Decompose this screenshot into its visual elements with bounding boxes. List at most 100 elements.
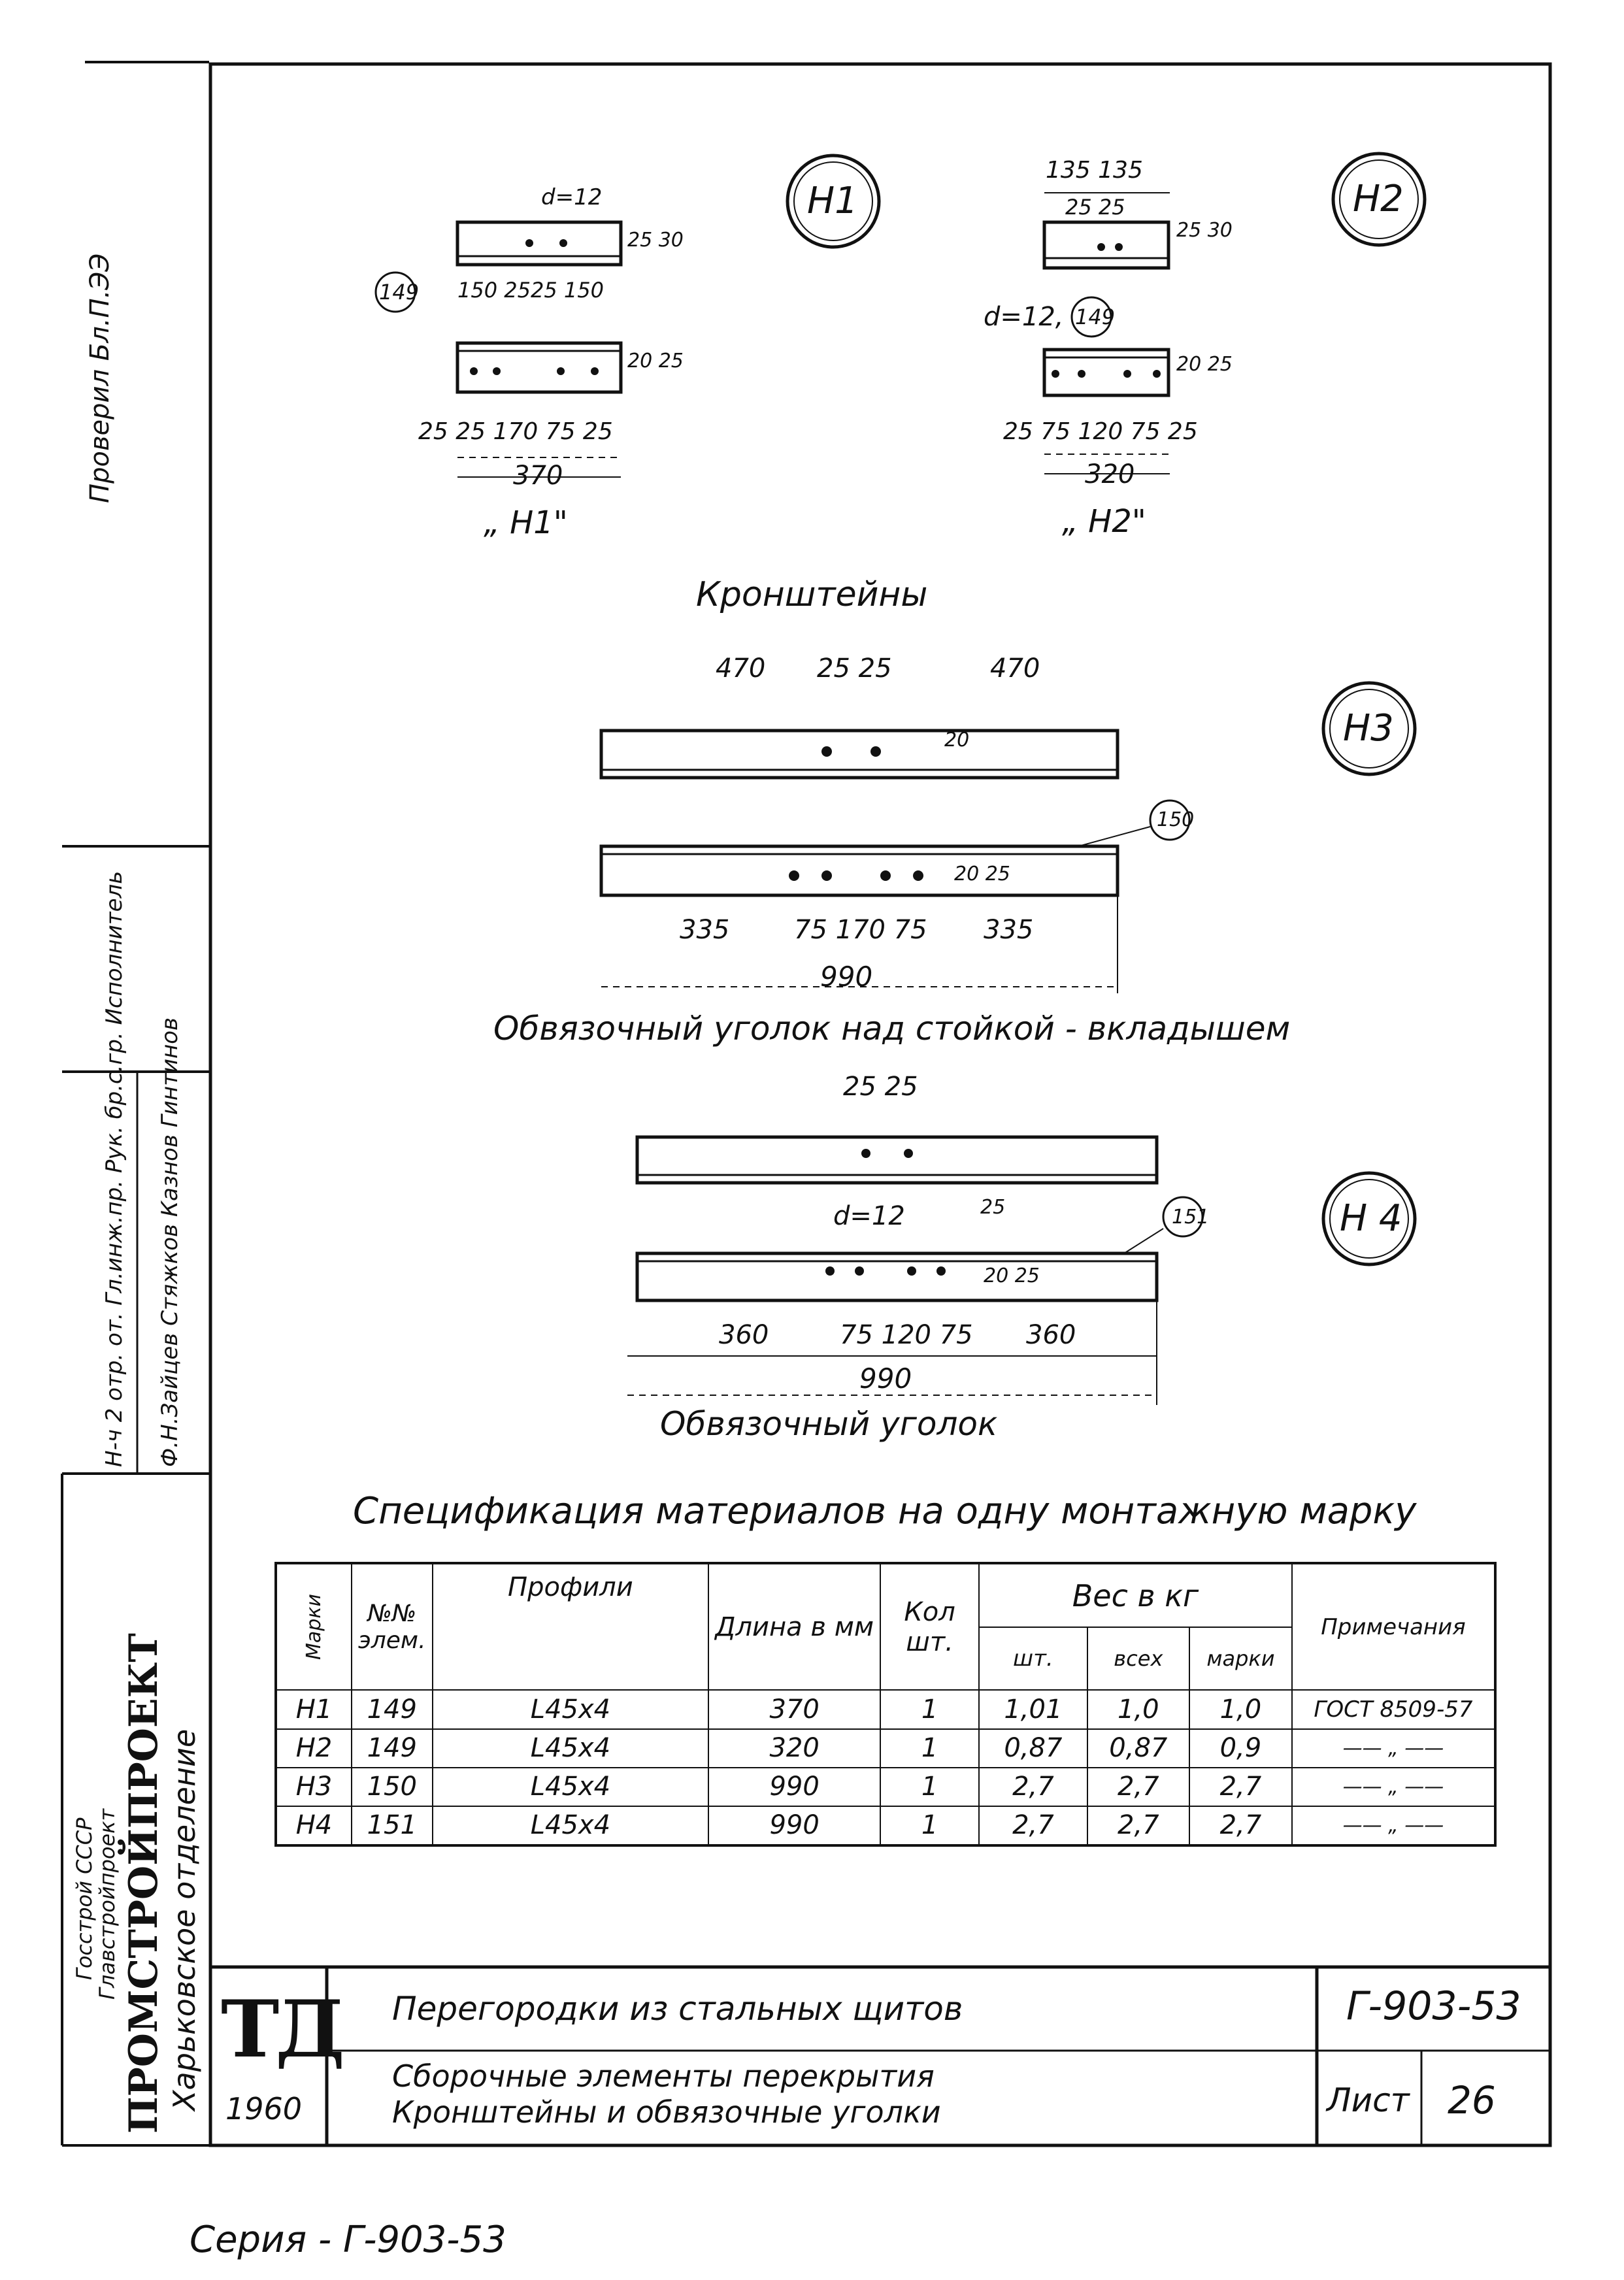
cell-elem: 150 [350, 1766, 433, 1807]
cell-profile: L45x4 [431, 1689, 710, 1730]
h3-dim-top-mid: 25 25 [817, 653, 892, 684]
h3-dim-bottom-mid: 75 170 75 [794, 915, 927, 945]
title-line2a: Сборочные элементы перекрытия [392, 2058, 935, 2094]
h3-total: 990 [820, 961, 873, 993]
h2-hole: d=12, [984, 302, 1064, 332]
col-profile-header: Профили [431, 1562, 710, 1691]
angle-h2-bottom [1042, 348, 1170, 397]
h4-dim-bottom-left: 360 [719, 1320, 769, 1350]
h1-total: 370 [513, 461, 563, 491]
h1-ref: 149 [379, 280, 420, 305]
h1-dims-top: 150 2525 150 [457, 278, 604, 303]
table-row: Н1 149 L45x4 370 1 1,01 1,0 1,0 ГОСТ 850… [275, 1689, 1497, 1730]
cell-w-total: 0,87 [1086, 1728, 1190, 1768]
h4-caption: Обвязочный уголок [660, 1405, 998, 1443]
cell-qty: 1 [880, 1689, 980, 1730]
checked-by-stamp: Проверил Бл.П.ЭЭ [85, 253, 115, 503]
cell-w-mark: 1,0 [1188, 1689, 1293, 1730]
cell-profile: L45x4 [431, 1766, 710, 1807]
main-frame [208, 62, 1552, 2147]
cell-note: —— „ —— [1291, 1728, 1497, 1768]
cell-mark: Н1 [275, 1689, 352, 1730]
angle-h4-bottom [635, 1251, 1159, 1302]
logo-td: ТД [221, 1983, 345, 2075]
angle-h4-top [635, 1135, 1159, 1185]
h2-dims-top2: 25 25 [1065, 195, 1125, 220]
cell-w-piece: 2,7 [978, 1766, 1088, 1807]
h3-ref: 150 [1157, 808, 1195, 831]
cell-length: 320 [708, 1728, 882, 1768]
cell-mark: Н3 [275, 1766, 352, 1807]
h2-ref: 149 [1075, 305, 1116, 329]
cell-w-mark: 2,7 [1188, 1805, 1293, 1847]
h3-dim-bottom-right: 335 [984, 915, 1034, 945]
col-length-header: Длина в мм [708, 1562, 882, 1691]
table-row: Н3 150 L45x4 990 1 2,7 2,7 2,7 —— „ —— [275, 1766, 1497, 1807]
cell-note: ГОСТ 8509-57 [1291, 1689, 1497, 1730]
cell-elem: 149 [350, 1728, 433, 1768]
org-line1: Госстрой СССР [72, 1817, 97, 1980]
cell-length: 990 [708, 1805, 882, 1847]
col-w-total-header: всех [1086, 1627, 1190, 1691]
table-row: Н4 151 L45x4 990 1 2,7 2,7 2,7 —— „ —— [275, 1805, 1497, 1847]
doc-code: Г-903-53 [1346, 1983, 1521, 2029]
h1-side-bottom: 20 25 [627, 350, 684, 372]
series-footer: Серия - Г-903-53 [190, 2219, 506, 2261]
org-branch: Харьковское отделение [167, 1728, 202, 2111]
h3-dim-top-left: 470 [716, 653, 766, 684]
ref-circle-h1 [374, 271, 416, 313]
h3-side-top: 20 [944, 729, 970, 752]
ref-circle-h4 [1162, 1196, 1204, 1238]
cell-w-piece: 2,7 [978, 1805, 1088, 1847]
h2-dims-bottom: 25 75 120 75 25 [1003, 418, 1198, 445]
cell-qty: 1 [880, 1805, 980, 1847]
brackets-title: Кронштейны [696, 575, 928, 614]
cell-w-total: 2,7 [1086, 1805, 1190, 1847]
h4-side-top: 25 [980, 1196, 1006, 1219]
year: 1960 [225, 2091, 303, 2126]
h3-caption: Обвязочный уголок над стойкой - вкладыше… [493, 1010, 1291, 1048]
col-w-piece-header: шт. [978, 1627, 1088, 1691]
angle-h2-top [1042, 220, 1170, 270]
cell-mark: Н4 [275, 1805, 352, 1847]
ref-circle-h2 [1070, 296, 1112, 338]
h3-dim-bottom-left: 335 [680, 915, 730, 945]
col-qty-header: Кол шт. [880, 1562, 980, 1691]
title-line2b: Кронштейны и обвязочные уголки [392, 2094, 941, 2130]
cell-qty: 1 [880, 1728, 980, 1768]
h3-dim-top-right: 470 [990, 653, 1040, 684]
sheet-label: Лист [1327, 2081, 1410, 2119]
mark-label-h2: Н2 [1353, 178, 1404, 220]
table-row: Н2 149 L45x4 320 1 0,87 0,87 0,9 —— „ —— [275, 1728, 1497, 1768]
h3-side-bottom: 20 25 [954, 863, 1010, 885]
cell-w-piece: 1,01 [978, 1689, 1088, 1730]
cell-note: —— „ —— [1291, 1766, 1497, 1807]
cell-elem: 149 [350, 1689, 433, 1730]
h1-hole-note: d=12 [541, 184, 603, 210]
signature-names: Ф.Н.Зайцев Стяжков Казнов Гинтинов [157, 1017, 183, 1467]
org-name: ПРОМСТРОЙПРОЕКТ [121, 1633, 167, 2134]
title-line1: Перегородки из стальных щитов [392, 1990, 963, 2028]
mark-label-h1: Н1 [807, 180, 858, 222]
mark-circle-h3 [1321, 681, 1417, 776]
h4-ref: 151 [1172, 1206, 1210, 1229]
col-notes-header: Примечания [1291, 1562, 1497, 1691]
h4-hole: d=12 [833, 1201, 905, 1231]
angle-h1-bottom [456, 341, 623, 394]
signature-roles: Н-ч 2 отр. от. Гл.инж.пр. Рук. бр.с.гр. … [101, 870, 127, 1467]
col-elem-header: №№ элем. [350, 1562, 433, 1691]
cell-w-mark: 2,7 [1188, 1766, 1293, 1807]
h2-side-top: 25 30 [1176, 219, 1233, 242]
spec-table: Марки №№ элем. Профили Длина в мм Кол шт… [274, 1562, 1497, 1847]
cell-w-total: 1,0 [1086, 1689, 1190, 1730]
cell-note: —— „ —— [1291, 1805, 1497, 1847]
h2-total: 320 [1085, 459, 1135, 489]
h2-dims-top1: 135 135 [1046, 157, 1143, 184]
mark-label-h3: Н3 [1343, 707, 1394, 750]
h4-dim-bottom-right: 360 [1026, 1320, 1076, 1350]
h4-total: 990 [859, 1363, 912, 1395]
col-weight-header: Вес в кг [978, 1562, 1293, 1628]
angle-h3-bottom [599, 844, 1119, 897]
cell-w-mark: 0,9 [1188, 1728, 1293, 1768]
